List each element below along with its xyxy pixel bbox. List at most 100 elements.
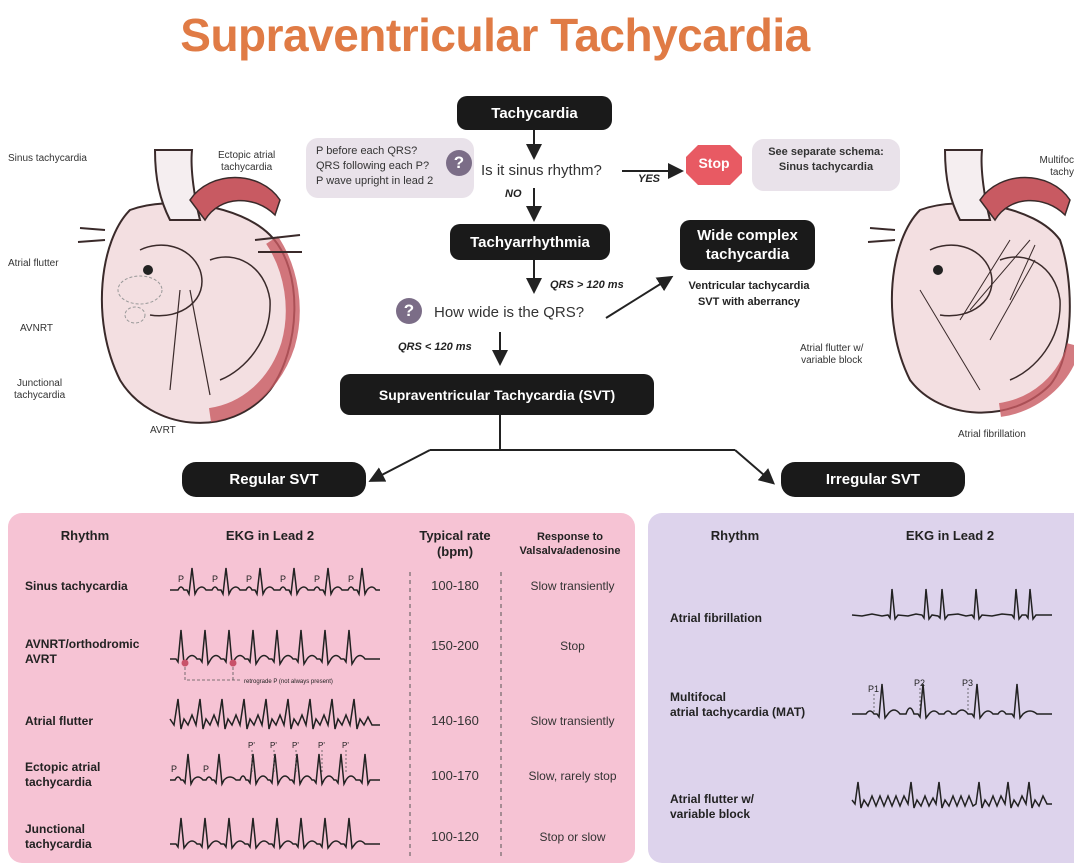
rhythm-line: Multifocal xyxy=(670,690,726,704)
heart-label-line: tachycardia xyxy=(14,390,66,401)
col-header-response: Response to Valsalva/adenosine xyxy=(505,530,635,558)
how-wide-question: How wide is the QRS? xyxy=(434,304,585,321)
ekg-atrial-flutter-variable-block xyxy=(851,781,1052,809)
svt-box: Supraventricular Tachycardia (SVT) xyxy=(340,374,654,415)
rhythm-line: AVRT xyxy=(25,652,57,666)
tachyarrhythmia-box: Tachyarrhythmia xyxy=(450,224,610,260)
heart-label-avrt: AVRT xyxy=(150,425,176,436)
criteria-line: P wave upright in lead 2 xyxy=(316,175,434,187)
p-prime-label: P' xyxy=(342,741,349,750)
header-line: Response to xyxy=(536,531,603,543)
col-header-rate: Typical rate (bpm) xyxy=(405,528,505,560)
col-header-rhythm: Rhythm xyxy=(710,528,760,543)
regular-row-rhythm: Junctional tachycardia xyxy=(25,822,92,852)
regular-row-response: Stop or slow xyxy=(539,830,606,844)
question-icon: ? xyxy=(446,150,472,176)
rhythm-line: Junctional xyxy=(25,822,86,836)
yes-label: YES xyxy=(638,173,661,185)
regular-row-rate: 100-170 xyxy=(431,768,479,783)
heart-label-multifocal: Multifoc tachy xyxy=(1032,155,1074,179)
col-header-rhythm: Rhythm xyxy=(60,528,110,543)
irregular-svt-box: Irregular SVT xyxy=(781,462,965,497)
heart-label-line: tachy xyxy=(1050,167,1074,178)
p-wave-label: P xyxy=(171,764,177,774)
heart-label-line: tachycardia xyxy=(221,162,273,173)
regular-row-response: Slow transiently xyxy=(530,579,615,593)
regular-row-rate: 150-200 xyxy=(431,638,479,653)
ekg-junctional xyxy=(170,817,380,850)
wide-complex-causes: Ventricular tachycardia SVT with aberran… xyxy=(670,278,828,310)
ekg-avnrt: retrograde P (not always present) xyxy=(170,629,380,685)
rhythm-line: Ectopic atrial xyxy=(25,760,101,774)
p-wave-label: P xyxy=(203,764,209,774)
wide-complex-line: tachycardia xyxy=(705,246,790,263)
heart-label-flutter: Atrial flutter xyxy=(8,258,59,269)
irregular-row-rhythm: Multifocal atrial tachycardia (MAT) xyxy=(670,690,805,720)
tachycardia-box: Tachycardia xyxy=(457,96,612,130)
p-wave-label: P3 xyxy=(962,678,973,688)
heart-label-sinus: Sinus tachycardia xyxy=(8,153,87,164)
ekg-atrial-fibrillation xyxy=(851,588,1052,621)
p-wave-label: P1 xyxy=(868,684,879,694)
rhythm-line: tachycardia xyxy=(25,775,92,789)
retrograde-note: retrograde P (not always present) xyxy=(244,679,333,685)
rhythm-line: AVNRT/orthodromic xyxy=(25,637,140,651)
regular-row-rhythm: AVNRT/orthodromic AVRT xyxy=(25,637,139,667)
p-wave-label: P xyxy=(314,574,320,584)
p-prime-label: P' xyxy=(292,741,299,750)
qrs-gt-label: QRS > 120 ms xyxy=(550,279,624,291)
ekg-atrial-flutter xyxy=(169,698,380,730)
criteria-line: QRS following each P? xyxy=(316,160,430,172)
is-sinus-question: Is it sinus rhythm? xyxy=(481,162,602,179)
heart-label-junctional: Junctional tachycardia xyxy=(14,378,65,402)
right-heart-illustration xyxy=(867,149,1074,417)
regular-row-rate: 140-160 xyxy=(431,713,479,728)
stop-label: Stop xyxy=(698,155,730,171)
ekg-mat: P1 P2 P3 xyxy=(852,678,1052,721)
regular-row-rhythm: Ectopic atrial tachycardia xyxy=(25,760,100,790)
rhythm-line: Atrial flutter w/ xyxy=(670,792,755,806)
regular-row-rate: 100-120 xyxy=(431,829,479,844)
stop-octagon-icon xyxy=(686,145,742,185)
heart-label-line: Junctional xyxy=(17,378,63,389)
heart-label-line: Atrial flutter w/ xyxy=(800,343,864,354)
p-wave-label: P xyxy=(280,574,286,584)
header-line: Typical rate xyxy=(419,528,491,543)
regular-svt-panel xyxy=(8,513,635,863)
p-wave-label: P xyxy=(348,574,354,584)
p-prime-label: P' xyxy=(318,741,325,750)
see-schema-line: See separate schema: xyxy=(768,146,884,158)
p-wave-label: P2 xyxy=(914,678,925,688)
see-schema-line: Sinus tachycardia xyxy=(778,161,874,173)
regular-row-response: Stop xyxy=(560,639,585,653)
regular-row-response: Slow, rarely stop xyxy=(528,769,617,783)
cause-line: SVT with aberrancy xyxy=(697,296,801,308)
header-line: Valsalva/adenosine xyxy=(519,545,621,557)
header-line: (bpm) xyxy=(436,544,474,559)
ekg-sinus-tachycardia: P P P P P P xyxy=(170,567,380,597)
left-heart-illustration xyxy=(77,149,302,424)
heart-label-flutter-variable: Atrial flutter w/ variable block xyxy=(800,343,863,367)
p-wave-label: P xyxy=(246,574,252,584)
regular-row-response: Slow transiently xyxy=(530,714,615,728)
heart-label-line: Multifoc xyxy=(1039,155,1074,166)
rhythm-line: tachycardia xyxy=(25,837,92,851)
col-header-ekg: EKG in Lead 2 xyxy=(225,528,315,543)
heart-label-line: Ectopic atrial xyxy=(218,150,276,161)
rhythm-line: variable block xyxy=(670,807,751,821)
p-prime-label: P' xyxy=(248,741,255,750)
heart-label-line: variable block xyxy=(801,355,863,366)
p-wave-label: P xyxy=(178,574,184,584)
regular-svt-box: Regular SVT xyxy=(182,462,366,497)
ekg-ectopic-atrial: P P P' P' P' P' P' xyxy=(170,741,380,787)
heart-label-avnrt: AVNRT xyxy=(20,323,53,334)
p-wave-label: P xyxy=(212,574,218,584)
rhythm-line: atrial tachycardia (MAT) xyxy=(670,705,806,719)
regular-row-rate: 100-180 xyxy=(431,578,479,593)
heart-label-fibrillation: Atrial fibrillation xyxy=(958,429,1026,440)
cause-line: Ventricular tachycardia xyxy=(688,280,810,292)
page-title: Supraventricular Tachycardia xyxy=(180,9,810,61)
no-label: NO xyxy=(505,188,522,200)
heart-label-ectopic: Ectopic atrial tachycardia xyxy=(218,150,275,174)
